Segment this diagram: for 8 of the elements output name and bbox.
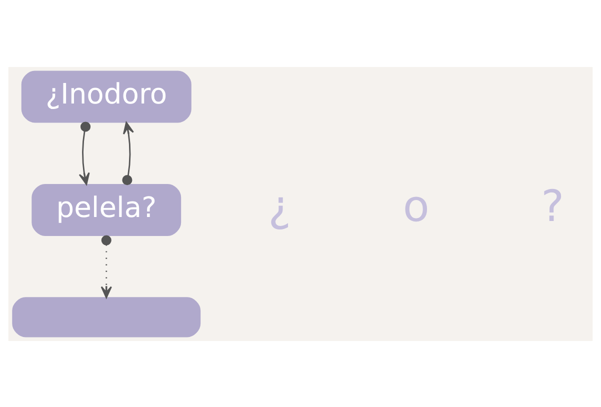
arrow (122, 121, 134, 185)
node-box (12, 296, 201, 337)
arrow (78, 121, 91, 185)
node-box: pelela? (32, 183, 182, 236)
node-box: ¿Inodoro (21, 70, 192, 122)
label: ¿ (268, 181, 292, 232)
label: ? (541, 181, 564, 232)
arrow (100, 234, 112, 298)
